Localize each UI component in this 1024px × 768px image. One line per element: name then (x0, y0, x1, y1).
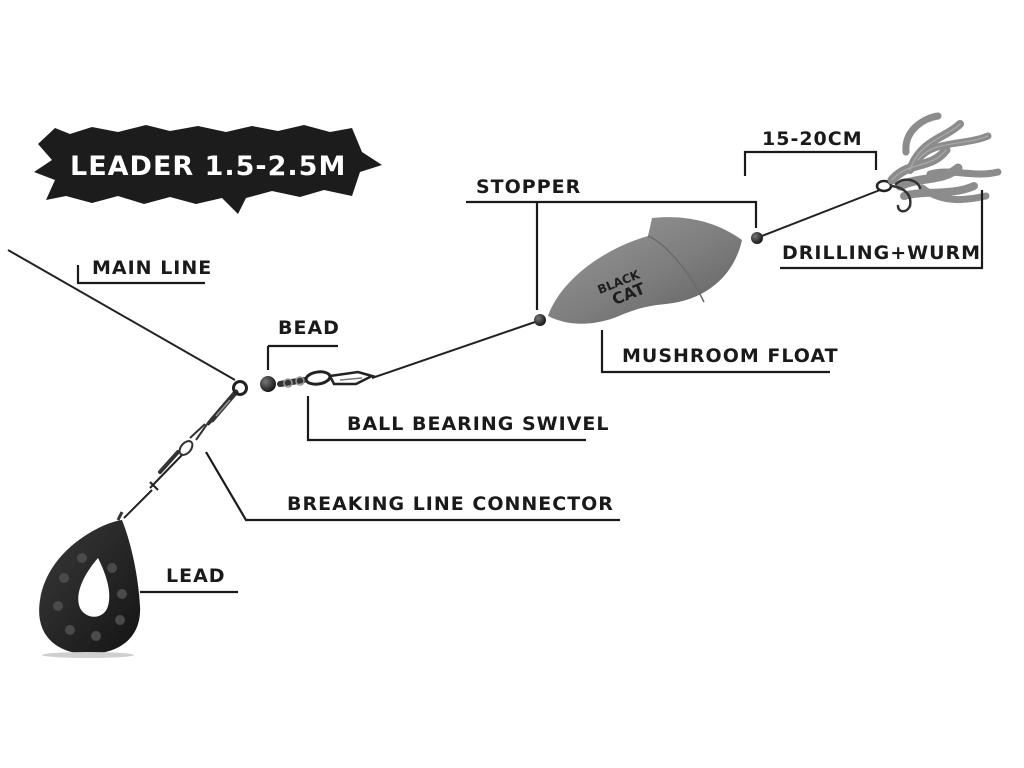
lead-drop-line (149, 389, 239, 489)
stopper-right (751, 232, 763, 244)
lead-label: LEAD (166, 565, 226, 587)
leader-banner: LEADER 1.5-2.5M (34, 125, 382, 214)
leader-line (371, 321, 536, 379)
banner-shape (34, 125, 382, 214)
mushroom-float-label: MUSHROOM FLOAT (622, 345, 839, 367)
main-line-label: MAIN LINE (92, 257, 212, 279)
treble-hook-with-worm: DRILLING+WURM (780, 112, 1002, 270)
stopper-group: STOPPER (466, 176, 763, 326)
bead-label: BEAD (278, 317, 340, 339)
rig-ring (232, 380, 248, 396)
drilling-wurm-label: DRILLING+WURM (782, 242, 981, 264)
mushroom-float: BLACK CAT MUSHROOM FLOAT (548, 217, 839, 374)
bead (260, 376, 276, 392)
stopper-label: STOPPER (476, 176, 581, 198)
banner-text: LEADER 1.5-2.5M (70, 151, 346, 182)
length-label: 15-20CM (762, 128, 863, 150)
breaking-line-connector-label: BREAKING LINE CONNECTOR (287, 493, 614, 515)
ball-bearing-swivel: BALL BEARING SWIVEL (277, 370, 610, 442)
breaking-line-connector: BREAKING LINE CONNECTOR (123, 450, 620, 522)
lead-weight: LEAD (39, 511, 238, 658)
ball-bearing-swivel-label: BALL BEARING SWIVEL (347, 413, 610, 435)
stopper-left (534, 314, 546, 326)
ring-and-bead: BEAD (232, 317, 340, 396)
float-body (548, 217, 742, 324)
main-line: MAIN LINE (7, 249, 236, 381)
length-marker: 15-20CM (743, 128, 878, 176)
hook-line (761, 189, 881, 237)
